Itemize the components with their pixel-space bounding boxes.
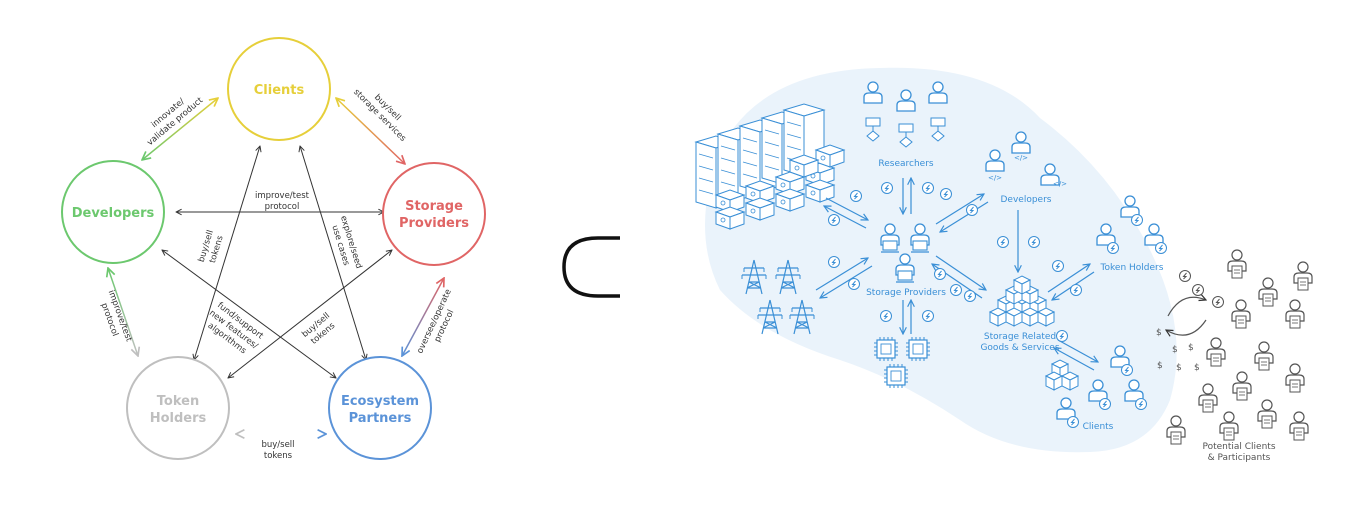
label-oversee: oversee/operate protocol: [415, 288, 456, 355]
label-buysell-tokens-bottom: buy/sell tokens: [261, 440, 294, 461]
label-buysell-tokens-left: buy/sell tokens: [197, 229, 226, 264]
svg-text:</>: </>: [988, 174, 1002, 182]
svg-text:$: $: [1172, 345, 1178, 355]
left-diagram: Clients Developers Storage Providers Tok…: [61, 37, 486, 461]
edge-storage-tokenholders: [228, 250, 392, 378]
node-ecosystem-partners: Ecosystem Partners: [328, 356, 432, 460]
potential-clients-group: $ $ $ $ $ $ Potential Clients & Particip…: [1156, 249, 1313, 463]
edge-developers-clients: [142, 98, 218, 160]
researchers-label: Researchers: [878, 159, 934, 169]
svg-text:$: $: [1157, 361, 1163, 371]
subset-symbol: [562, 236, 620, 298]
node-clients: Clients: [227, 37, 331, 141]
label-improve-center-1: improve/test: [255, 191, 310, 201]
storage-related-label-2: Goods & Services: [980, 343, 1059, 353]
storage-related-group: Storage Related Goods & Services: [980, 275, 1060, 353]
label-improve-center: improve/test protocol: [255, 191, 310, 212]
storage-related-label-1: Storage Related: [984, 332, 1056, 342]
node-token-holders: Token Holders: [126, 356, 230, 460]
potential-label-1: Potential Clients: [1202, 442, 1275, 452]
node-ecosystem-partners-label-1: Ecosystem: [341, 394, 419, 409]
label-buysell-tokens-bottom-1: buy/sell: [261, 440, 294, 450]
label-innovate: innovate/ validate product: [145, 95, 205, 148]
edge-developers-tokenholders: [108, 268, 138, 356]
label-improve-center-2: protocol: [265, 202, 300, 212]
node-clients-label: Clients: [254, 83, 305, 98]
potential-label-2: & Participants: [1208, 453, 1271, 463]
storage-providers-label: Storage Providers: [866, 288, 946, 298]
svg-text:</>: </>: [1014, 154, 1028, 162]
node-developers-label: Developers: [72, 206, 155, 221]
token-holders-label: Token Holders: [1100, 263, 1164, 273]
svg-text:</>: </>: [1053, 180, 1067, 188]
svg-text:$: $: [1188, 343, 1194, 353]
developers-label: Developers: [1001, 195, 1052, 205]
label-fund: fund/support new features/ algorithms: [206, 301, 266, 357]
node-token-holders-label-2: Holders: [150, 411, 207, 426]
node-storage-providers: Storage Providers: [382, 162, 486, 266]
svg-text:$: $: [1156, 328, 1162, 338]
clients-group: Clients: [1056, 345, 1147, 432]
edge-clients-storage: [336, 98, 405, 164]
node-developers: Developers: [61, 160, 165, 264]
right-diagram: Researchers: [695, 67, 1313, 463]
node-ecosystem-partners-label-2: Partners: [349, 411, 412, 426]
developers-group: </> </> </> Developers: [985, 131, 1067, 205]
svg-text:$: $: [1176, 363, 1182, 373]
edge-storage-ecosystem: [402, 278, 444, 356]
label-explore: explore/seed use cases: [329, 215, 363, 270]
label-buysell-storage: buy/sell storage services: [351, 87, 408, 144]
node-storage-providers-label-1: Storage: [405, 199, 463, 214]
researchers-group: Researchers: [863, 81, 948, 169]
node-token-holders-label-1: Token: [157, 394, 199, 409]
clients-label: Clients: [1083, 422, 1114, 432]
svg-text:$: $: [1194, 363, 1200, 373]
label-buysell-tokens-bottom-2: tokens: [264, 451, 293, 461]
node-storage-providers-label-2: Providers: [399, 216, 469, 231]
label-improve-left: improve/test protocol: [99, 289, 134, 344]
token-holders-group: Token Holders: [1096, 195, 1167, 273]
storage-providers-group: Storage Providers: [866, 223, 946, 298]
